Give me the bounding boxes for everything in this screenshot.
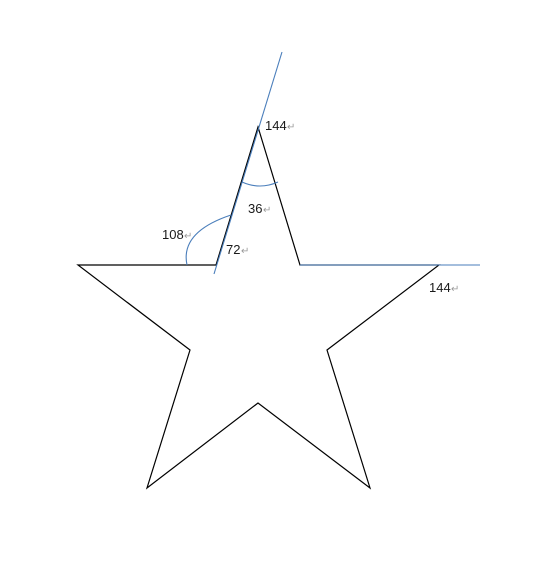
angle-arc-left-exterior	[185, 214, 232, 266]
svg-text:144: 144	[265, 118, 287, 133]
svg-text:↵: ↵	[241, 246, 249, 257]
angle-label-top-exterior: 144 ↵	[265, 118, 295, 133]
svg-text:↵: ↵	[451, 284, 459, 295]
angle-label-left-exterior: 108 ↵	[162, 227, 192, 242]
angle-label-top-interior: 36 ↵	[248, 201, 271, 216]
angle-label-right-exterior: 144 ↵	[429, 280, 459, 295]
angle-label-left-interior: 72 ↵	[226, 242, 249, 257]
svg-text:36: 36	[248, 201, 262, 216]
star-outline	[76, 124, 441, 490]
svg-text:↵: ↵	[263, 205, 271, 216]
svg-text:108: 108	[162, 227, 184, 242]
svg-text:144: 144	[429, 280, 451, 295]
svg-text:72: 72	[226, 242, 240, 257]
svg-text:↵: ↵	[184, 231, 192, 242]
svg-text:↵: ↵	[287, 122, 295, 133]
angle-arc-top-interior	[241, 181, 279, 187]
extension-line-left-edge	[213, 51, 283, 275]
